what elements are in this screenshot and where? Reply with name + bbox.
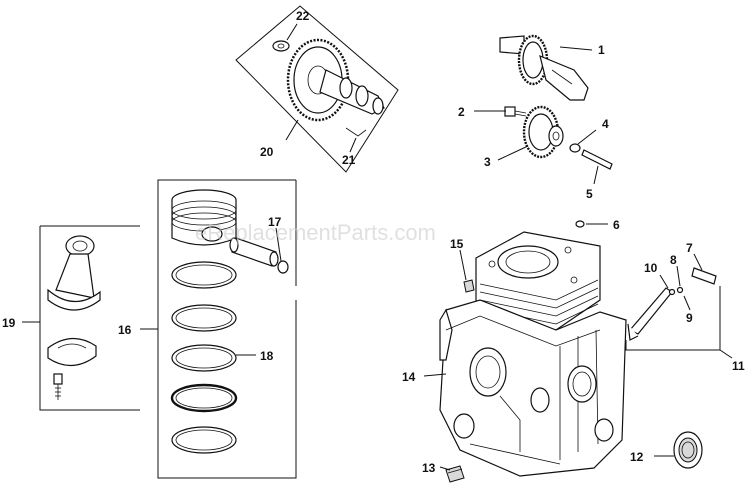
governor-shaft xyxy=(581,149,613,170)
governor-washer xyxy=(569,143,581,153)
piston-pin xyxy=(229,237,279,267)
oil-seal xyxy=(673,431,703,469)
governor-lever-clip xyxy=(691,267,717,285)
callout-19: 19 xyxy=(2,316,16,330)
callout-18: 18 xyxy=(260,349,274,363)
connecting-rod xyxy=(47,235,101,311)
plug xyxy=(575,220,585,228)
callout-15: 15 xyxy=(450,237,464,251)
watermark: eReplacementParts.com xyxy=(195,220,436,245)
piston-pin-retainer xyxy=(277,260,289,274)
callout-16: 16 xyxy=(118,323,132,337)
callout-20: 20 xyxy=(260,145,274,159)
piston-kit-outline xyxy=(157,179,297,479)
connecting-rod-group xyxy=(22,225,140,411)
crankcase xyxy=(439,231,627,477)
callout-1: 1 xyxy=(598,43,605,57)
callout-12: 12 xyxy=(630,450,644,464)
callout-17: 17 xyxy=(268,215,282,229)
governor-gear-shaft xyxy=(499,34,589,101)
governor-gear xyxy=(522,105,564,159)
callout-21: 21 xyxy=(342,153,356,167)
camshaft-kit-group xyxy=(235,5,399,173)
callout-6: 6 xyxy=(613,218,620,232)
piston xyxy=(171,189,237,246)
connecting-rod-cap xyxy=(47,337,97,367)
callout-14: 14 xyxy=(402,370,416,384)
callout-4: 4 xyxy=(602,117,609,131)
governor-shaft-group xyxy=(625,253,733,359)
camshaft-pin xyxy=(345,127,367,137)
connecting-rod-bolt xyxy=(53,373,63,400)
governor-washer-8 xyxy=(668,288,676,296)
governor-washer-9 xyxy=(676,286,684,294)
camshaft-washer xyxy=(272,40,290,52)
governor-parts xyxy=(474,34,613,185)
dowel-pin xyxy=(463,279,475,293)
connecting-rod-kit-outline xyxy=(39,226,140,411)
governor-cross-shaft xyxy=(629,287,673,335)
camshaft xyxy=(319,69,385,115)
piston-rings xyxy=(170,261,238,454)
camshaft-kit-outline xyxy=(235,5,399,173)
callout-8: 8 xyxy=(670,253,677,267)
callout-9: 9 xyxy=(686,311,693,325)
camshaft-gear xyxy=(286,38,350,122)
piston-group xyxy=(140,179,297,479)
callout-7: 7 xyxy=(686,241,693,255)
governor-screw xyxy=(504,106,527,117)
callout-11: 11 xyxy=(732,359,745,373)
callout-22: 22 xyxy=(296,9,310,23)
callout-3: 3 xyxy=(484,155,491,169)
callout-5: 5 xyxy=(586,187,593,201)
callout-13: 13 xyxy=(422,461,436,475)
callout-10: 10 xyxy=(644,261,658,275)
drain-plug xyxy=(445,465,465,483)
callout-2: 2 xyxy=(458,105,465,119)
